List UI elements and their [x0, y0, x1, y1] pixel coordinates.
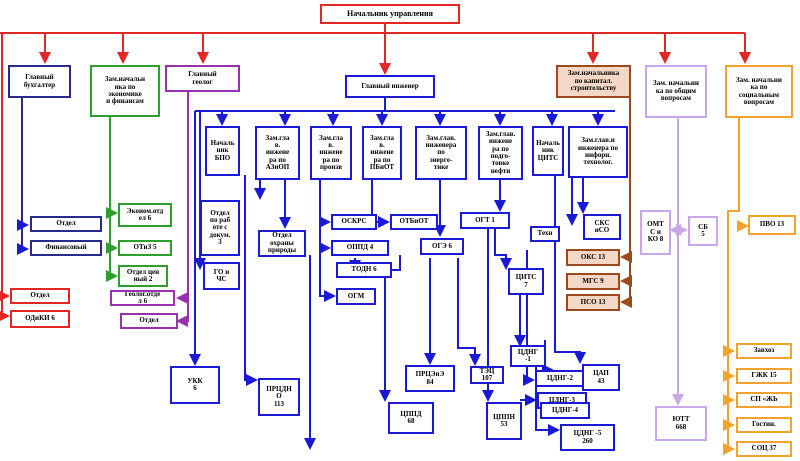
sb-unit: СБ 5: [688, 216, 718, 246]
chief-geologist: Главный геолог: [165, 65, 240, 92]
tsppn-unit: ЦППН 53: [486, 402, 522, 440]
prtsee-unit: ПРЦЭиЭ 84: [405, 365, 455, 392]
civil-defense: ГО и ЧС: [203, 262, 240, 290]
zavhoz-unit: Завхоз: [736, 343, 792, 359]
cdng-1: ЦДНГ -1: [510, 345, 546, 367]
chief-engineer: Главный инженер: [345, 75, 435, 98]
tech-unit: Техн: [530, 226, 560, 242]
otbiot-unit: ОТБиОТ: [390, 214, 438, 230]
finance-department: Финансовый: [30, 240, 102, 256]
pso-unit: ПСО 13: [566, 294, 620, 311]
assessment-department: Отдел: [10, 288, 70, 304]
department-box: Отдел: [30, 216, 102, 232]
deputy-social: Зам. начальни ка по социальным вопросам: [725, 65, 793, 118]
citc-head: Началь ник ЦИТС: [532, 126, 564, 176]
cdng-2: ЦДНГ-2: [535, 370, 585, 387]
geology-subdepartment: Отдел: [120, 313, 178, 329]
geology-department: Геолог.отде л 6: [110, 290, 175, 306]
chief-accountant: Главный бухгалтер: [8, 65, 71, 98]
deputy-azop: Зам.гла в. инжене ра по АЗиОП: [255, 126, 300, 180]
tsitc-unit: ЦИТС 7: [508, 268, 544, 295]
deputy-it: Зам.глав.н инженера по инфорн. технолог.: [568, 126, 628, 178]
prtsdng-unit: ПРЦДН О 113: [258, 378, 300, 416]
sp-zh-unit: СП «ЖЬ: [736, 392, 792, 408]
sots-unit: СОЦ 37: [736, 441, 792, 457]
mgs-unit: МГС 9: [566, 273, 620, 290]
deputy-production: Зам.гла в. инжене ра по произв: [310, 126, 352, 180]
head-of-department: Начальник управления: [320, 4, 460, 24]
todn-unit: ТОДН 6: [336, 262, 392, 278]
economics-department: Эконом.отд ел 6: [118, 203, 172, 227]
odiki-department: ОДиКИ 6: [10, 310, 70, 328]
gzhk-unit: ГЖК 15: [736, 368, 792, 384]
oge-unit: ОГЭ 6: [420, 238, 464, 255]
sks-unit: СКС иСО: [583, 214, 621, 240]
deputy-energy: Зам.глав. инженера по энерге- тике: [415, 126, 467, 180]
ukk-center: УКК 6: [170, 366, 220, 404]
pvo-unit: ПВО 13: [748, 215, 796, 235]
oks-unit: ОКС 13: [566, 249, 620, 266]
oskrs-unit: ОСКРС: [331, 214, 377, 230]
pricing-department: Отдел цен ный 2: [118, 265, 168, 287]
deputy-pbot: Зам.гла в. инжене ра по ПБиОТ: [362, 126, 402, 180]
bpo-head: Началь ник БПО: [205, 126, 240, 176]
ogm-unit: ОГМ: [336, 288, 376, 305]
hotel-unit: Гостин.: [736, 417, 792, 433]
documents-department: Отдел по раб оте с докум. 3: [200, 200, 240, 256]
otiz-department: ОТиЗ 5: [118, 240, 172, 256]
tets-unit: ТЭЦ 107: [470, 366, 504, 384]
oppd-unit: ОППД 4: [331, 240, 389, 256]
tsap-unit: ЦАП 43: [582, 364, 620, 391]
deputy-general: Зам. начальни ка по общим вопросам: [645, 65, 707, 118]
yutt-unit: ЮТТ 668: [655, 406, 707, 441]
cdng-4: ЦДНГ-4: [540, 402, 590, 419]
tsppd-unit: ЦППД 68: [388, 402, 434, 434]
omts-unit: ОМТ С и КО 8: [640, 210, 671, 255]
deputy-oil-prep: Зам.глав. инжене ра по подго- товке нефт…: [478, 126, 523, 180]
cdng-5: ЦДНГ -5 260: [560, 424, 615, 451]
deputy-construction: Зам.начальника по капитал. строительству: [556, 65, 631, 98]
deputy-economics: Зам.начальн ика по экономике и финансам: [90, 65, 160, 117]
nature-protection: Отдел охраны природы: [258, 230, 306, 257]
ogt-unit: ОГТ 1: [460, 212, 510, 229]
